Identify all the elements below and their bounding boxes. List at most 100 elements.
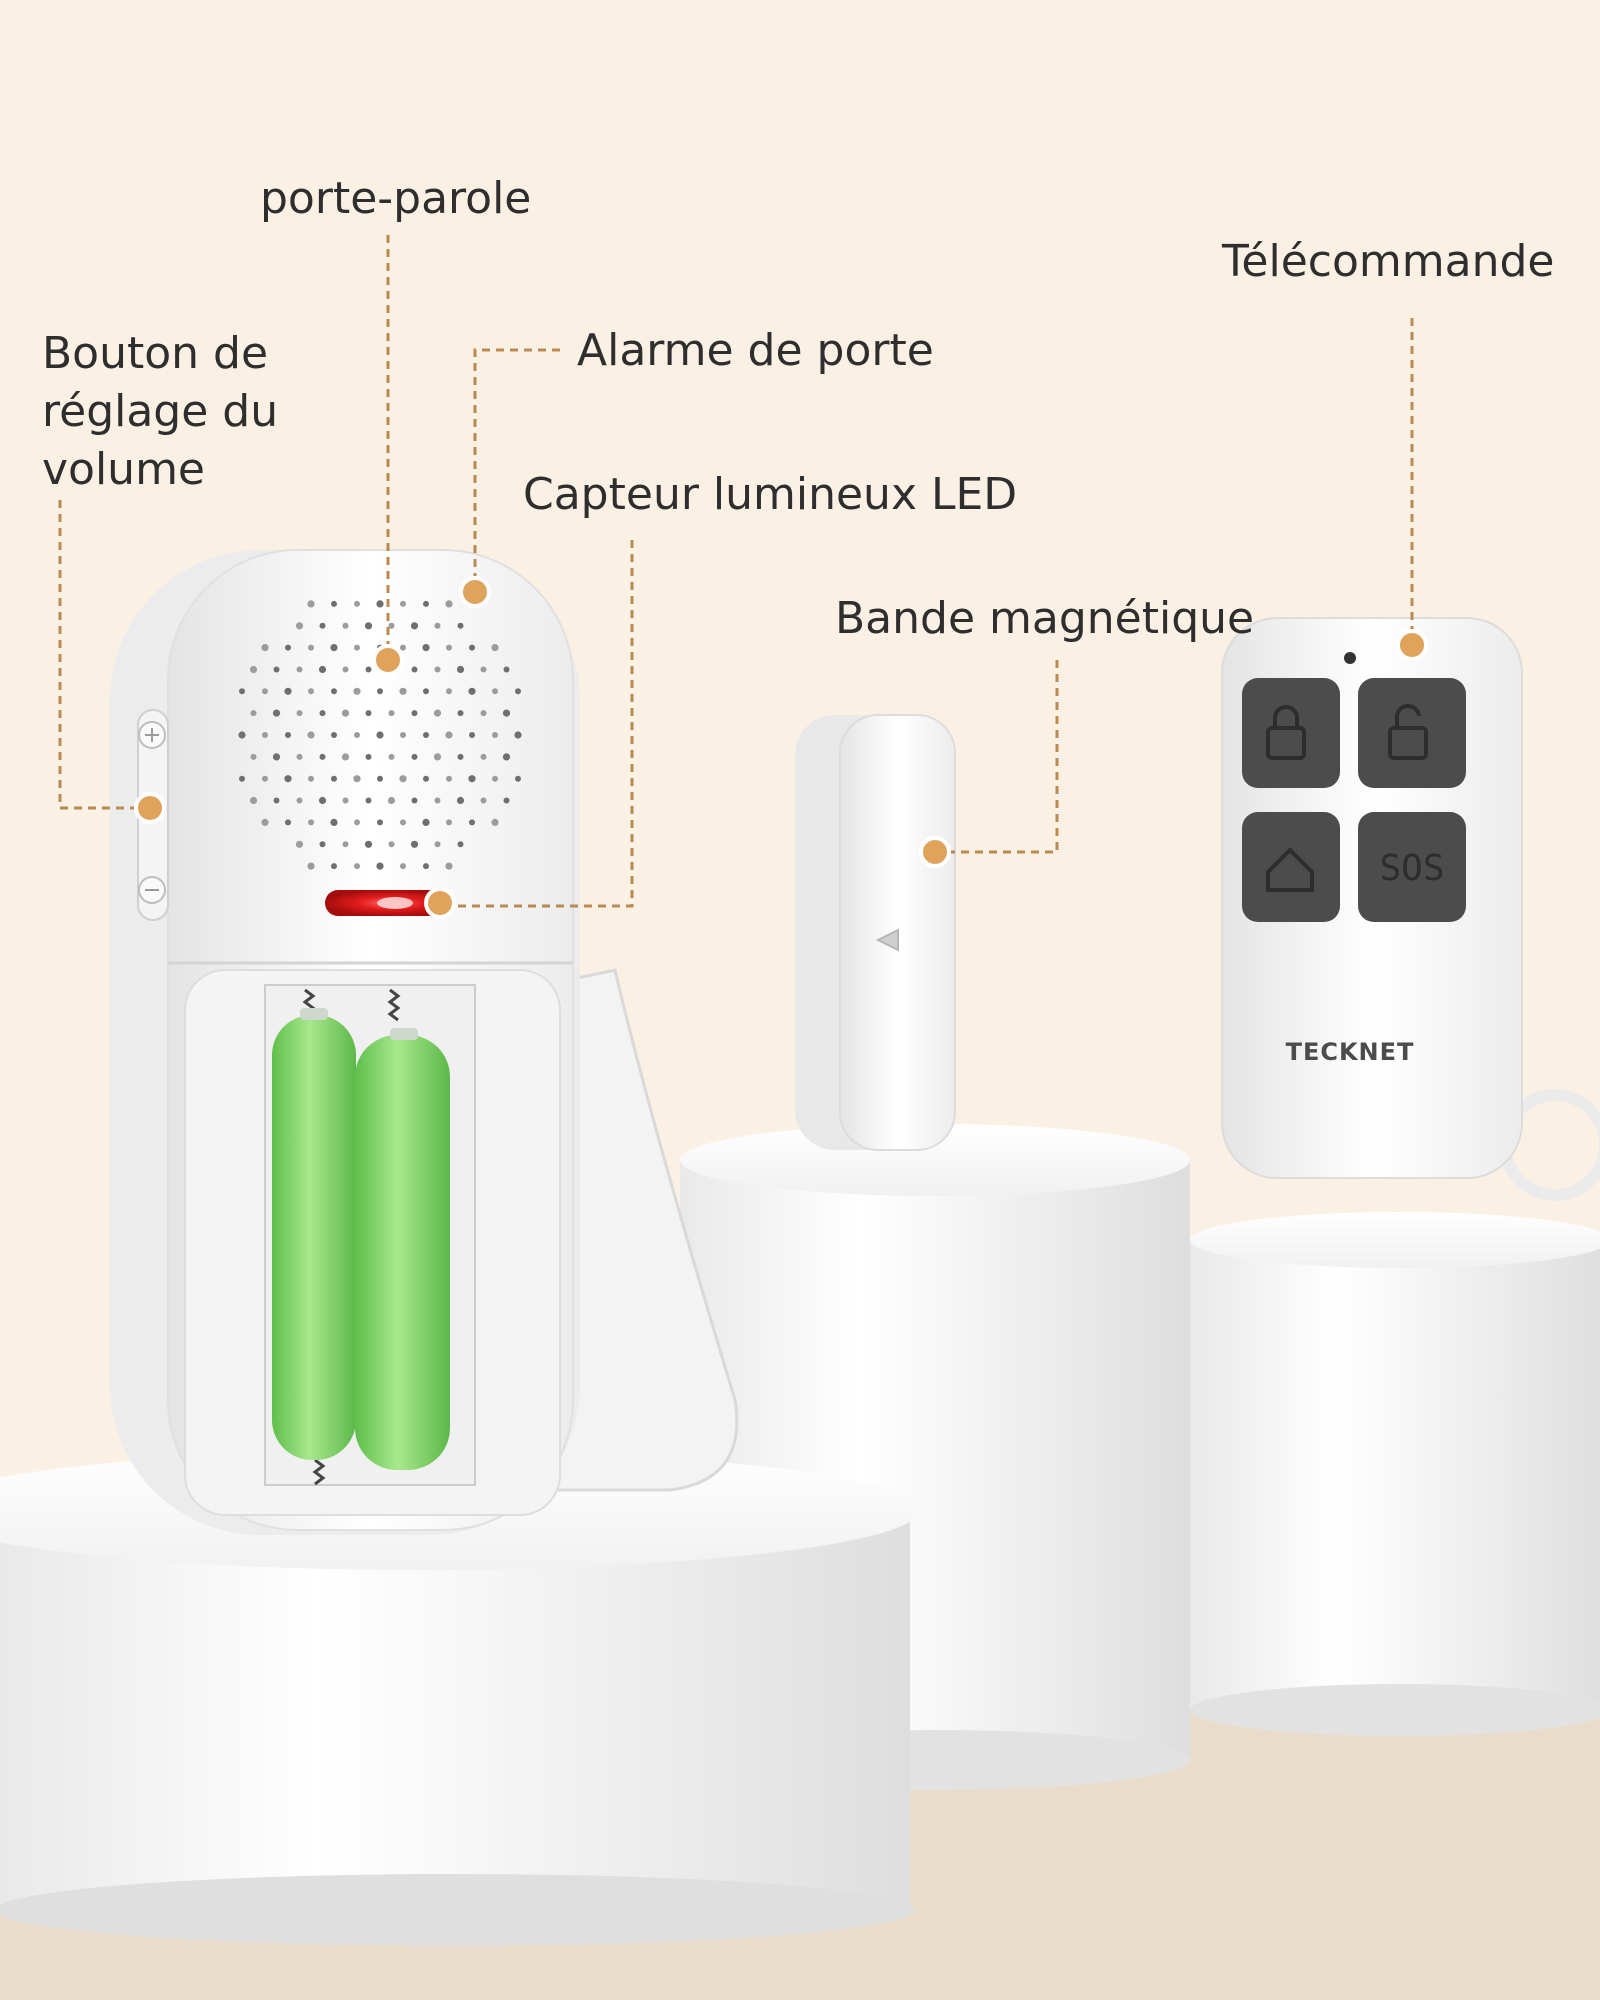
speaker-hole <box>445 731 453 739</box>
speaker-hole <box>238 731 246 739</box>
speaker-hole <box>365 666 372 673</box>
speaker-hole <box>434 666 441 673</box>
speaker-hole <box>285 819 291 826</box>
speaker-hole <box>480 666 487 673</box>
speaker-hole <box>456 796 465 805</box>
speaker-hole <box>342 797 349 804</box>
speaker-hole <box>308 819 314 826</box>
speaker-hole <box>400 600 406 607</box>
callout-lines <box>58 235 1414 908</box>
speaker-hole <box>377 819 383 826</box>
label-magnetic-strip: Bande magnétique <box>835 593 1255 644</box>
speaker-hole <box>400 863 406 870</box>
speaker-hole <box>503 797 510 804</box>
speaker-hole <box>296 753 303 760</box>
remote-button-sos <box>1358 812 1466 922</box>
speaker-hole <box>388 710 395 717</box>
speaker-hole <box>296 666 303 673</box>
speaker-hole <box>492 732 498 738</box>
speaker-hole <box>341 709 350 717</box>
speaker-hole <box>457 622 464 629</box>
speaker-hole <box>307 600 315 608</box>
speaker-hole <box>319 841 326 848</box>
speaker-hole <box>296 710 303 717</box>
speaker-hole <box>446 819 452 826</box>
unlock-icon <box>1388 703 1428 760</box>
speaker-hole <box>296 797 303 804</box>
speaker-hole <box>515 688 521 695</box>
speaker-hole <box>400 732 406 738</box>
speaker-hole <box>400 644 406 651</box>
label-volume-button: Bouton de réglage du volume <box>42 325 278 499</box>
speaker-hole <box>353 687 361 695</box>
pedestal-right <box>1190 1212 1600 1736</box>
speaker-hole <box>491 818 499 827</box>
speaker-hole <box>307 862 315 870</box>
speaker-grille <box>238 600 522 870</box>
speaker-hole <box>468 775 476 783</box>
speaker-hole <box>273 666 280 673</box>
speaker-hole <box>261 644 269 652</box>
speaker-hole <box>433 753 442 761</box>
speaker-hole <box>354 600 360 607</box>
speaker-hole <box>342 666 349 673</box>
speaker-hole <box>446 775 452 782</box>
speaker-hole <box>399 687 407 695</box>
home-icon <box>1266 847 1314 892</box>
speaker-hole <box>446 688 452 695</box>
remote-brand: TECKNET <box>1286 1038 1415 1066</box>
remote-button-unlock <box>1358 678 1466 788</box>
speaker-hole <box>423 600 429 607</box>
speaker-hole <box>411 797 418 804</box>
speaker-hole <box>457 753 464 760</box>
speaker-hole <box>308 644 314 651</box>
speaker-hole <box>376 862 384 870</box>
speaker-hole <box>480 753 487 760</box>
speaker-hole <box>354 644 360 651</box>
remote-button-lock <box>1242 678 1340 788</box>
speaker-hole <box>388 622 395 629</box>
speaker-hole <box>456 665 465 674</box>
remote-button-home <box>1242 812 1340 922</box>
speaker-hole <box>388 753 395 760</box>
speaker-hole <box>342 622 349 629</box>
speaker-hole <box>318 796 327 805</box>
speaker-hole <box>250 710 257 717</box>
speaker-hole <box>411 753 418 760</box>
speaker-hole <box>342 841 349 848</box>
speaker-hole <box>492 775 498 782</box>
label-remote: Télécommande <box>1222 236 1555 287</box>
speaker-hole <box>308 775 314 782</box>
speaker-hole <box>515 775 521 782</box>
speaker-hole <box>364 622 373 630</box>
speaker-hole <box>423 863 429 870</box>
speaker-hole <box>319 710 326 717</box>
speaker-hole <box>285 644 291 651</box>
speaker-hole <box>502 753 511 761</box>
speaker-hole <box>239 775 245 782</box>
label-led-sensor: Capteur lumineux LED <box>523 469 1018 520</box>
speaker-hole <box>273 797 280 804</box>
speaker-hole <box>376 731 384 739</box>
speaker-hole <box>480 797 487 804</box>
speaker-hole <box>364 840 373 848</box>
speaker-hole <box>249 796 258 805</box>
label-volume-line-2: réglage du <box>42 386 279 437</box>
speaker-hole <box>491 644 499 652</box>
magnetic-strip <box>795 714 956 1151</box>
speaker-hole <box>468 687 476 695</box>
speaker-hole <box>262 732 268 738</box>
speaker-hole <box>261 818 269 827</box>
callout-dots <box>134 576 1428 919</box>
speaker-hole <box>318 665 327 674</box>
speaker-hole <box>331 688 337 695</box>
speaker-hole <box>284 687 292 695</box>
speaker-hole <box>331 775 337 782</box>
speaker-hole <box>284 775 292 783</box>
speaker-hole <box>354 732 360 738</box>
speaker-hole <box>319 753 326 760</box>
speaker-hole <box>445 862 453 870</box>
speaker-hole <box>331 600 337 607</box>
speaker-hole <box>365 797 372 804</box>
